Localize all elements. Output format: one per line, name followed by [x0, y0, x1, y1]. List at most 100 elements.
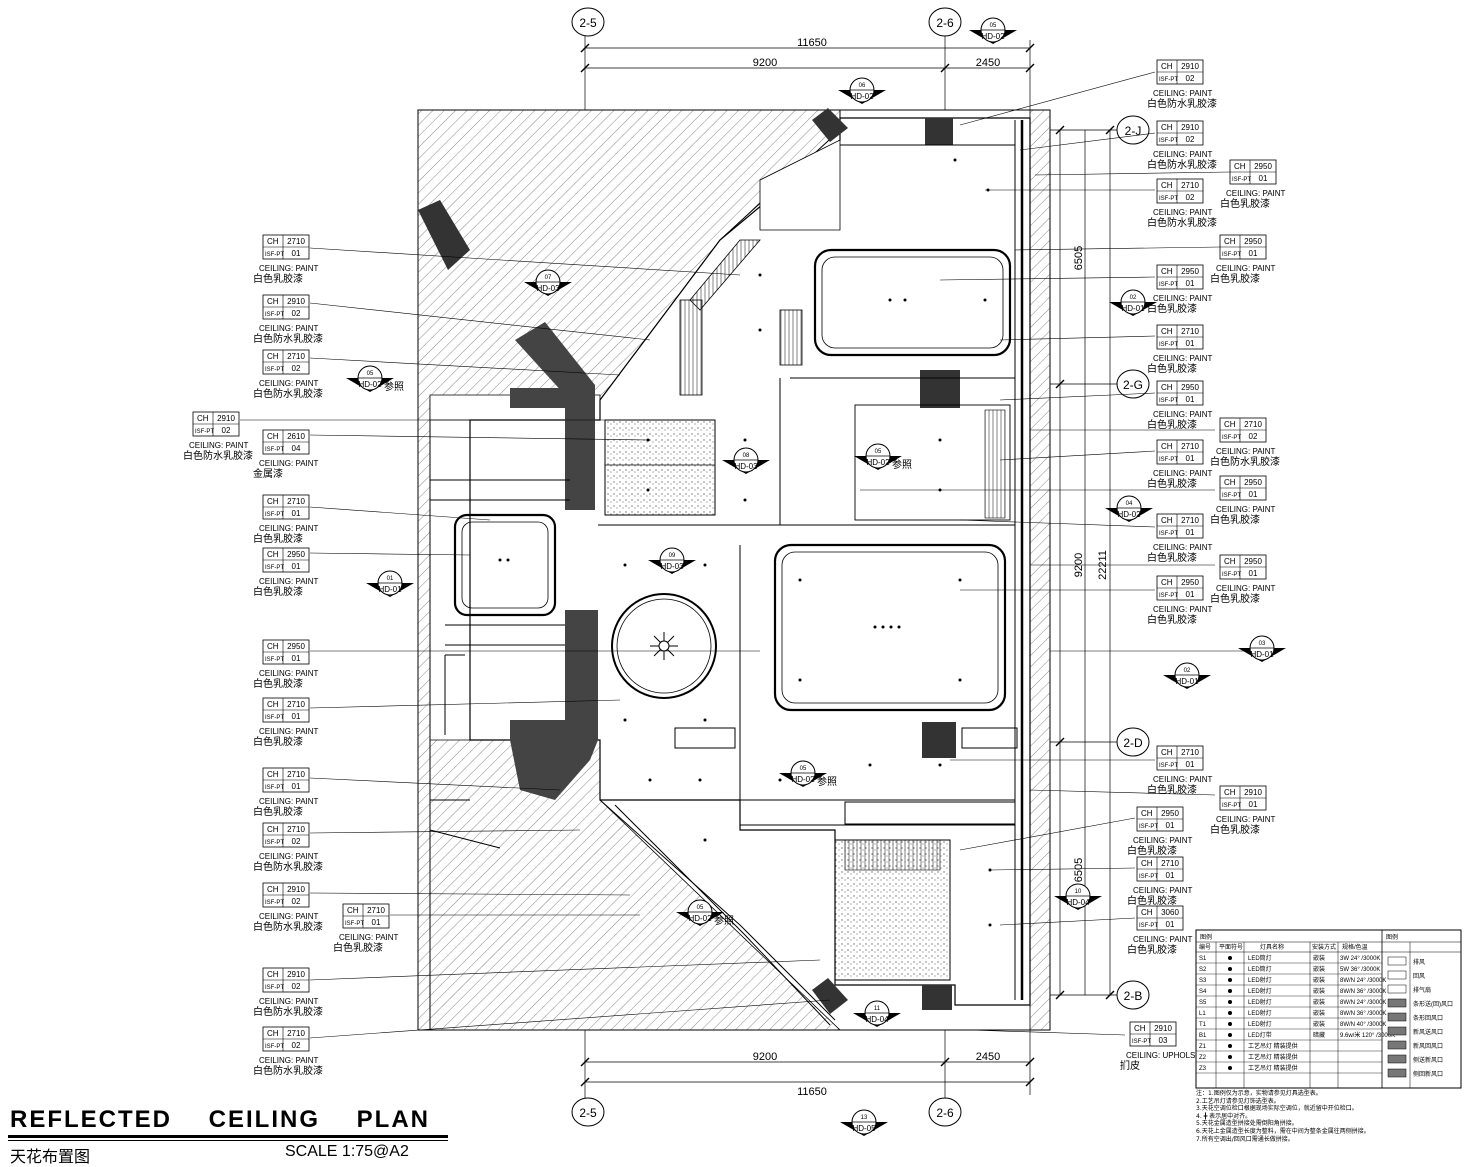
paint-code: 01 — [1186, 760, 1195, 769]
tag-ch-label: CH — [1161, 442, 1173, 451]
tag-pt-label: ISF-PT — [195, 429, 214, 435]
section-sheet-ref: HD-03 — [536, 284, 560, 293]
ceiling-finish-en: CEILING: PAINT — [1153, 89, 1213, 98]
paint-code: 02 — [292, 309, 301, 318]
tag-pt-label: ISF-PT — [265, 900, 284, 906]
legend-hvac-item: 新风送风口 — [1387, 1026, 1443, 1036]
ceiling-height: 2710 — [1181, 327, 1199, 336]
tag-pt-label: ISF-PT — [1159, 138, 1178, 144]
ceiling-finish-en: CEILING: PAINT — [259, 797, 319, 806]
paint-code: 02 — [1186, 193, 1195, 202]
legend-mount: 嵌装 — [1313, 954, 1325, 962]
ceiling-height: 2710 — [1181, 181, 1199, 190]
tag-pt-label: ISF-PT — [265, 985, 284, 991]
paint-code: 01 — [292, 712, 301, 721]
section-sheet-ref: HD-01 — [1121, 304, 1145, 313]
tag-pt-label: ISF-PT — [1159, 77, 1178, 83]
ceiling-finish-en: CEILING: PAINT — [1216, 505, 1276, 514]
ceiling-height: 2710 — [287, 352, 305, 361]
ceiling-height: 2950 — [1161, 809, 1179, 818]
dark-wall-elements — [418, 108, 960, 1014]
dim-right-lower: 6505 — [1073, 858, 1085, 882]
legend-code: S4 — [1199, 989, 1207, 995]
note-line: 3.天花空调位检口根据现场实际空调位，就近留中开位检口。 — [1196, 1105, 1358, 1113]
section-sheet-ref: HD-01 — [1175, 677, 1199, 686]
tag-pt-label: ISF-PT — [1159, 457, 1178, 463]
ceiling-finish-en: CEILING: PAINT — [1216, 264, 1276, 273]
ceiling-finish-cn: 白色乳胶漆 — [253, 677, 303, 690]
grid-bubble-top-2-6: 2-6 — [928, 7, 962, 37]
dim-top-left: 9200 — [753, 57, 777, 69]
tag-ch-label: CH — [267, 700, 279, 709]
section-sheet-ref: HD-01 — [1250, 650, 1274, 659]
legend-code: T1 — [1199, 1022, 1207, 1028]
legend-mount: 嵌装 — [1313, 1020, 1325, 1028]
ceiling-height: 2950 — [287, 642, 305, 651]
ceiling-finish-cn: 白色乳胶漆 — [253, 532, 303, 545]
legend-code: B1 — [1199, 1033, 1207, 1039]
grid-bubble-top-2-5: 2-5 — [571, 7, 605, 37]
ceiling-height: 2950 — [1254, 162, 1272, 171]
tag-pt-label: ISF-PT — [1159, 593, 1178, 599]
section-sheet-ref: HD-02 — [1117, 510, 1141, 519]
ceiling-finish-en: CEILING: UPHOLSTERY — [1126, 1051, 1217, 1060]
section-sheet-ref: HD-03 — [660, 562, 684, 571]
ceiling-height: 2710 — [1181, 442, 1199, 451]
ceiling-height: 2950 — [1244, 237, 1262, 246]
legend-name: LED射灯 — [1248, 987, 1272, 995]
section-number: 03 — [1259, 641, 1266, 647]
paint-code: 01 — [1259, 174, 1268, 183]
tag-ch-label: CH — [1161, 383, 1173, 392]
tag-pt-label: ISF-PT — [1222, 572, 1241, 578]
ceiling-height: 2950 — [1181, 267, 1199, 276]
ceiling-finish-en: CEILING: PAINT — [1153, 208, 1213, 217]
ceiling-finish-cn: 白色乳胶漆 — [1127, 844, 1177, 857]
drawing-title-en: REFLECTED CEILING PLAN — [10, 1106, 431, 1133]
svg-text:2-B: 2-B — [1124, 989, 1143, 1003]
ceiling-finish-en: CEILING: PAINT — [1216, 815, 1276, 824]
paint-code: 01 — [1166, 871, 1175, 880]
ceiling-finish-en: CEILING: PAINT — [1153, 410, 1213, 419]
tag-ch-label: CH — [1224, 478, 1236, 487]
svg-text:2-J: 2-J — [1125, 124, 1142, 138]
dimension-lines — [584, 15, 1118, 1100]
tag-pt-label: ISF-PT — [265, 565, 284, 571]
ceiling-height: 2710 — [1244, 420, 1262, 429]
ceiling-finish-cn: 扪皮 — [1120, 1059, 1140, 1072]
ceiling-height: 2910 — [1181, 123, 1199, 132]
paint-code: 02 — [222, 426, 231, 435]
ceiling-height: 2910 — [217, 414, 235, 423]
ceiling-finish-en: CEILING: PAINT — [1153, 469, 1213, 478]
tag-pt-label: ISF-PT — [265, 1044, 284, 1050]
paint-code: 01 — [292, 654, 301, 663]
tag-ch-label: CH — [1141, 908, 1153, 917]
ceiling-finish-cn: 白色乳胶漆 — [1147, 418, 1197, 431]
ceiling-finish-en: CEILING: PAINT — [1216, 447, 1276, 456]
ceiling-height: 2910 — [1181, 62, 1199, 71]
light-fixtures — [498, 158, 992, 927]
tag-ch-label: CH — [267, 497, 279, 506]
paint-code: 02 — [1186, 74, 1195, 83]
section-note: 参照 — [714, 914, 734, 927]
section-number: 05 — [800, 766, 807, 772]
tag-pt-label: ISF-PT — [1159, 763, 1178, 769]
chandelier-symbol — [650, 632, 678, 660]
note-line: 5.天花金属造型拼接处需倒阳角拼接。 — [1196, 1120, 1298, 1128]
tag-pt-label: ISF-PT — [1232, 177, 1251, 183]
